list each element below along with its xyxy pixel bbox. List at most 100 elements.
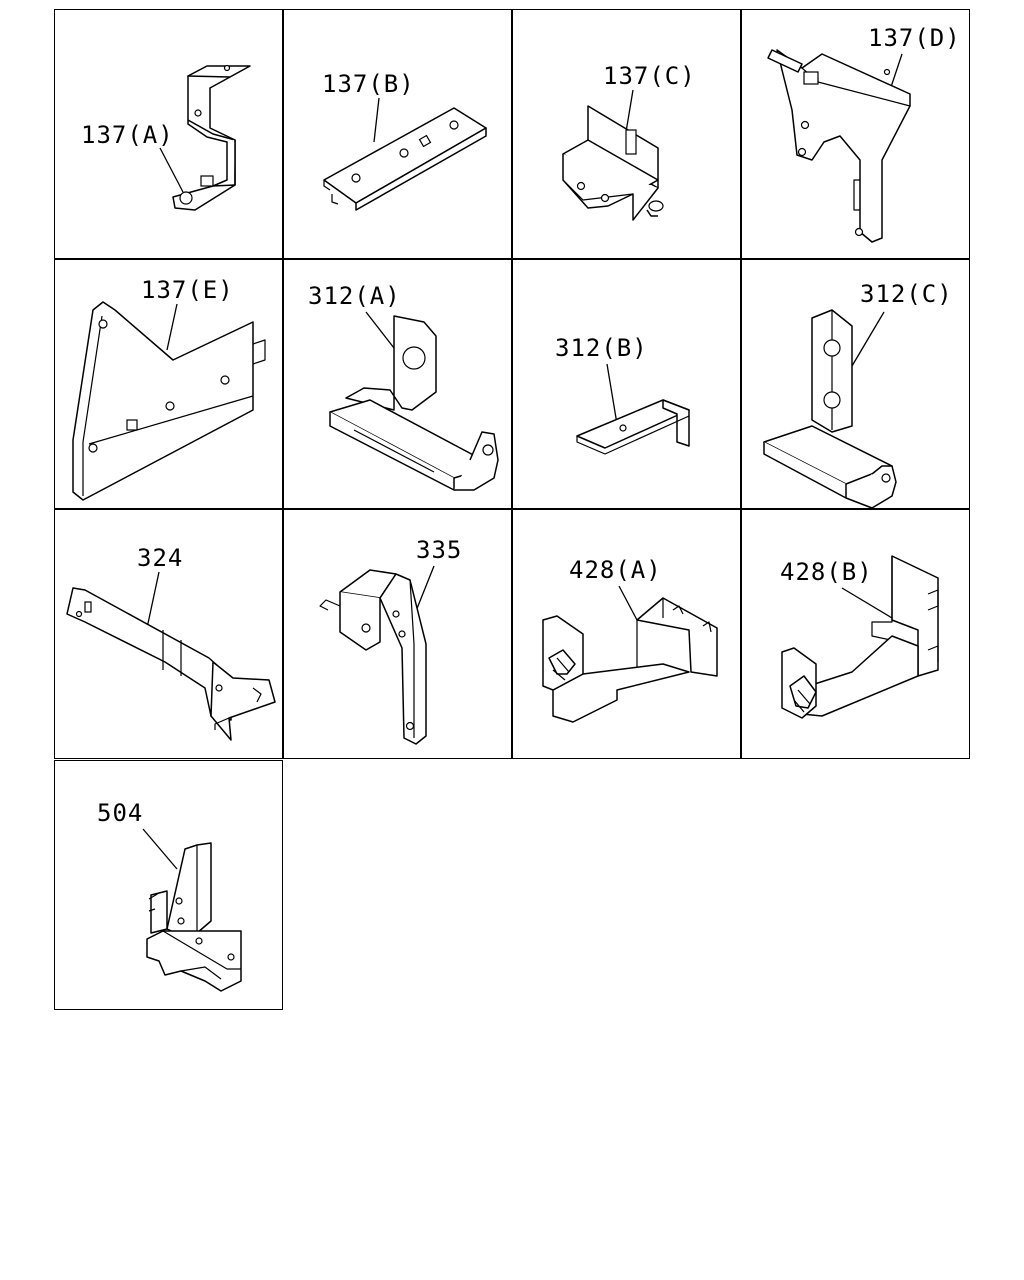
hole: [98, 319, 108, 329]
hole: [194, 109, 202, 117]
hole: [854, 227, 864, 237]
part-cell-137d[interactable]: 137(D): [741, 9, 970, 259]
hole: [220, 375, 230, 385]
nut: [200, 175, 214, 187]
tab-hook: [214, 717, 230, 730]
hole: [823, 339, 841, 357]
arm-folds: [162, 630, 182, 676]
hole: [392, 610, 400, 618]
bracket-upturn: [662, 399, 690, 447]
part-cell-312b[interactable]: 312(B): [512, 259, 741, 509]
hole: [165, 401, 175, 411]
part-cell-428b[interactable]: 428(B): [741, 509, 970, 759]
plate-face: [72, 301, 254, 501]
hole: [797, 147, 807, 157]
clip-spring: [789, 675, 817, 709]
leader-line: [159, 147, 184, 193]
bracket-base-edge: [763, 442, 847, 499]
bracket-end-tab: [210, 661, 276, 741]
hole: [883, 68, 891, 76]
bracket-strap: [379, 573, 427, 745]
part-cell-428a[interactable]: 428(A): [512, 509, 741, 759]
base-folds: [162, 930, 241, 980]
part-label: 137(C): [603, 62, 696, 90]
bracket-top-tab: [187, 65, 251, 78]
part-cell-504[interactable]: 504: [54, 760, 283, 1010]
side-tab: [252, 339, 266, 365]
leader-line: [889, 53, 903, 91]
bracket-side: [339, 592, 381, 651]
hole: [398, 630, 406, 638]
part-cell-312a[interactable]: 312(A): [283, 259, 512, 509]
part-label: 137(E): [141, 276, 234, 304]
notches: [927, 589, 939, 662]
hole: [881, 473, 891, 483]
hole: [399, 148, 409, 158]
part-cell-137c[interactable]: 137(C): [512, 9, 741, 259]
part-cell-324[interactable]: 324: [54, 509, 283, 759]
part-label: 137(A): [81, 121, 174, 149]
bracket-504-drawing: 504: [97, 799, 242, 992]
strap-fold: [409, 579, 415, 738]
slotted-tab: [767, 49, 803, 73]
square-hole: [126, 419, 138, 431]
clip-detail: [793, 689, 811, 713]
leader-line: [146, 571, 160, 629]
bracket-base-edge: [329, 412, 455, 491]
part-cell-137b[interactable]: 137(B): [283, 9, 512, 259]
part-label: 312(A): [308, 282, 401, 310]
part-label: 312(B): [555, 334, 648, 362]
part-label: 312(C): [860, 280, 953, 308]
bracket-upright: [636, 597, 718, 677]
square-tab: [803, 71, 819, 85]
hole: [619, 424, 627, 432]
part-label: 137(B): [322, 70, 415, 98]
hole: [88, 443, 98, 453]
bracket-312a-drawing: 312(A): [308, 282, 499, 491]
hole: [227, 953, 235, 961]
hole: [175, 897, 183, 905]
bolt-hole: [179, 191, 193, 205]
rear-plate: [150, 890, 168, 934]
bracket-137d-drawing: 137(D): [767, 24, 961, 243]
hole: [482, 444, 494, 456]
hole: [75, 610, 83, 618]
leader-line: [166, 303, 178, 351]
stud-base: [646, 209, 658, 217]
bracket-324-drawing: 324: [66, 544, 276, 741]
bracket-upright: [166, 842, 212, 938]
bracket-312b-drawing: 312(B): [555, 334, 690, 455]
bracket-side: [209, 76, 236, 185]
base-fold: [353, 429, 435, 473]
bracket-137e-drawing: 137(E): [72, 276, 266, 501]
hole: [405, 721, 415, 731]
part-label: 137(D): [868, 24, 961, 52]
hole: [195, 937, 203, 945]
hole: [177, 917, 185, 925]
hole: [600, 193, 610, 203]
hole: [800, 120, 810, 130]
slot: [625, 129, 637, 155]
square-hole: [418, 134, 432, 148]
rear-tabs: [148, 892, 160, 912]
bracket-upright: [345, 315, 437, 411]
hole: [823, 391, 841, 409]
notches: [672, 605, 712, 633]
bracket-312c-drawing: 312(C): [763, 280, 953, 509]
bracket-335-drawing: 335: [319, 536, 461, 745]
leader-line: [373, 97, 380, 143]
leader-line: [606, 363, 618, 425]
bracket-base: [146, 930, 242, 992]
hole: [576, 181, 586, 191]
hook: [319, 599, 341, 611]
stud: [648, 200, 664, 212]
leader-line: [365, 311, 395, 349]
plate-edges: [82, 315, 254, 496]
plate-lip: [323, 180, 339, 205]
part-cell-335[interactable]: 335: [283, 509, 512, 759]
bracket-edge: [576, 415, 690, 455]
bracket-428b-drawing: 428(B): [780, 555, 939, 719]
part-cell-312c[interactable]: 312(C): [741, 259, 970, 509]
part-cell-137a[interactable]: 137(A): [54, 9, 283, 259]
part-cell-137e[interactable]: 137(E): [54, 259, 283, 509]
